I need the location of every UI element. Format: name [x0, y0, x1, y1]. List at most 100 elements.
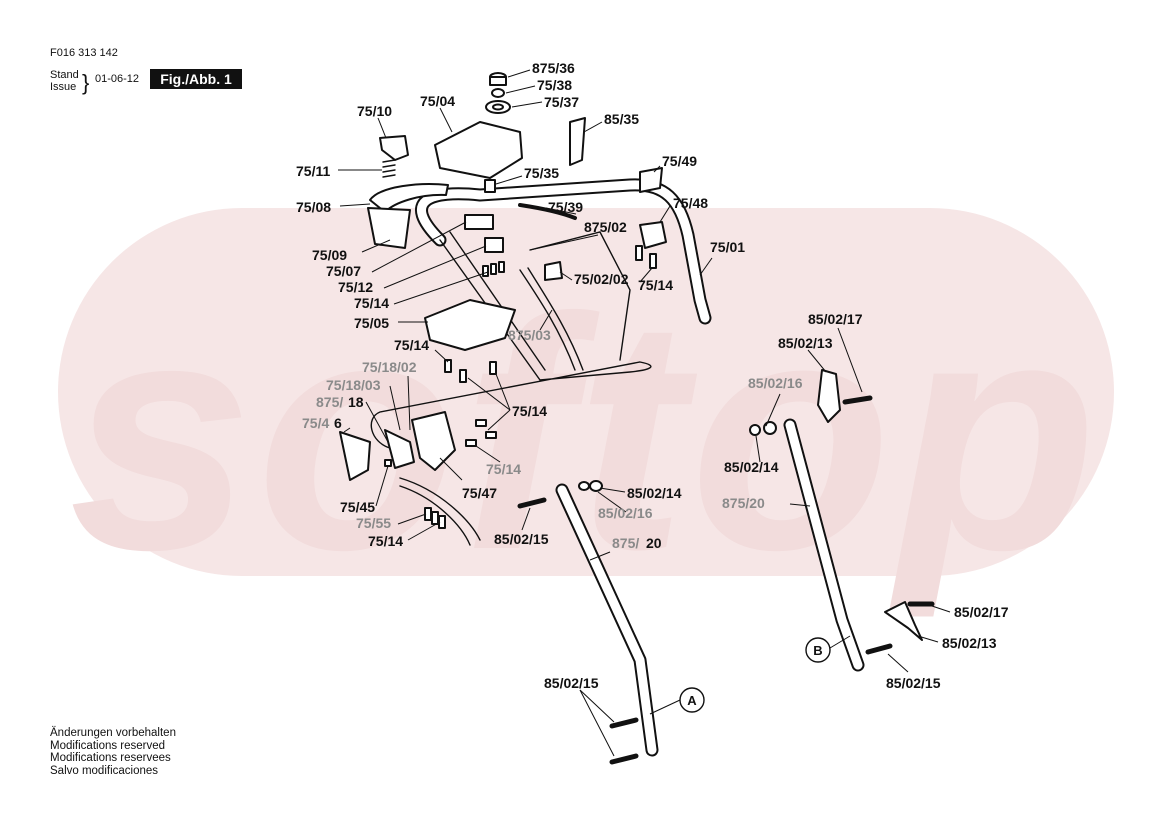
hardware-85-02-14: [578, 421, 777, 492]
callout-75-55: 75/55: [356, 515, 391, 531]
cable-875-03-b: [527, 267, 584, 371]
block-75-07: [464, 214, 494, 230]
handle-grip-75-08: [369, 183, 449, 213]
leader-lines: [338, 69, 951, 757]
callout-875-20-left-prefix: 875/: [612, 535, 639, 551]
figure-label-box: [150, 69, 242, 89]
cover-75-04: [434, 121, 523, 179]
callout-85-02-14-left: 85/02/14: [627, 485, 682, 501]
watermark-frame: [58, 208, 1114, 576]
callout-75-46-prefix: 75/4: [302, 415, 329, 431]
callout-75-12: 75/12: [338, 279, 373, 295]
callout-85-02-17-bottom: 85/02/17: [954, 604, 1009, 620]
callout-85-02-13-top: 85/02/13: [778, 335, 833, 351]
callout-75-18-03: 75/18/03: [326, 377, 381, 393]
callout-875-prefix: 875/: [316, 394, 343, 410]
lever-85-35: [569, 117, 586, 166]
issue-label: Issue: [50, 81, 76, 93]
callout-85-35: 85/35: [604, 111, 639, 127]
watermark-text: softop: [69, 249, 1101, 620]
callout-75-11: 75/11: [296, 163, 330, 179]
washer-75-37: [485, 100, 511, 114]
cap-875-36: [489, 72, 507, 86]
cable-875-03-a: [519, 269, 576, 371]
bolt-85-02-15-mid: [517, 497, 547, 509]
callout-85-02-15-mid: 85/02/15: [494, 531, 549, 547]
marker-a-letter: A: [687, 693, 697, 708]
clip-75-18: [384, 429, 415, 469]
spring-75-11: [382, 159, 396, 178]
clamp-75-49: [639, 167, 663, 193]
callout-75-39: 75/39: [548, 199, 583, 215]
callout-85-02-17-top: 85/02/17: [808, 311, 863, 327]
callout-75-38: 75/38: [537, 77, 572, 93]
cable-lower-b: [399, 485, 471, 546]
callout-85-02-15-a: 85/02/15: [544, 675, 599, 691]
modification-notice: Änderungen vorbehalten Modifications res…: [50, 727, 176, 777]
figure-label: Fig./Abb. 1: [160, 71, 232, 87]
callout-75-10: 75/10: [357, 103, 392, 119]
callout-75-45: 75/45: [340, 499, 375, 515]
callout-75-14-lower: 75/14: [486, 461, 521, 477]
callout-875-20-left-suffix: 20: [646, 535, 662, 551]
screws-75-14-top: [482, 261, 505, 277]
cable-875-02: [529, 231, 631, 361]
callout-875-20-right: 875/20: [722, 495, 765, 511]
callout-75-14-group: 75/14: [512, 403, 547, 419]
notice-line-fr: Modifications reservees: [50, 752, 171, 764]
screw-75-14-right-2: [649, 253, 657, 269]
callout-85-02-16-right: 85/02/16: [748, 375, 803, 391]
marker-b-letter: B: [813, 643, 822, 658]
callout-875-18-suffix: 18: [348, 394, 364, 410]
callout-75-04: 75/04: [420, 93, 455, 109]
notice-line-de: Änderungen vorbehalten: [50, 727, 176, 739]
notice-line-es: Salvo modificaciones: [50, 764, 159, 777]
callout-75-47: 75/47: [462, 485, 497, 501]
marker-a: A: [679, 687, 705, 713]
lower-tube-right-875-20: [783, 418, 865, 672]
housing-75-05: [424, 299, 516, 351]
clip-75-10: [379, 135, 409, 161]
callout-labels: 875/36 75/38 75/37 85/35 75/10 75/04 75/…: [296, 60, 1009, 691]
header-brace: }: [82, 70, 89, 95]
issue-date: 01-06-12: [95, 73, 139, 85]
callout-75-08: 75/08: [296, 199, 331, 215]
bracket-85-02-13-top: [817, 369, 841, 423]
callout-875-02: 875/02: [584, 219, 627, 235]
callout-75-01: 75/01: [710, 239, 745, 255]
callout-75-37: 75/37: [544, 94, 579, 110]
bolt-85-02-15-right: [865, 643, 893, 655]
cover-75-46: [339, 431, 371, 481]
bolt-85-02-17-top: [842, 395, 873, 405]
washer-75-38: [491, 88, 505, 98]
block-75-12: [484, 237, 504, 253]
bolt-85-02-15-a1: [609, 717, 639, 729]
notice-line-en: Modifications reserved: [50, 739, 166, 752]
callout-85-02-15-right: 85/02/15: [886, 675, 941, 691]
callout-75-46-suffix: 6: [334, 415, 342, 431]
callout-75-14-mid: 75/14: [394, 337, 429, 353]
callout-75-18-02: 75/18/02: [362, 359, 417, 375]
callout-75-14-top: 75/14: [354, 295, 389, 311]
callout-75-35: 75/35: [524, 165, 559, 181]
callout-85-02-16-left: 85/02/16: [598, 505, 653, 521]
callout-85-02-14-right: 85/02/14: [724, 459, 779, 475]
screw-75-14-right: [635, 245, 643, 261]
callout-875-03: 875/03: [508, 327, 551, 343]
bracket-75-47: [411, 411, 456, 471]
callout-75-49: 75/49: [662, 153, 697, 169]
callout-85-02-13-bottom: 85/02/13: [942, 635, 997, 651]
part-75-45: [384, 459, 392, 467]
callout-75-02-02: 75/02/02: [574, 271, 629, 287]
upper-handlebar: [370, 178, 712, 449]
screws-75-14-mid: [444, 359, 497, 447]
bracket-75-09: [367, 207, 411, 249]
callout-75-48: 75/48: [673, 195, 708, 211]
callout-75-07: 75/07: [326, 263, 361, 279]
connector-75-02-02: [544, 261, 563, 281]
screw-75-35: [484, 179, 496, 193]
callout-75-05: 75/05: [354, 315, 389, 331]
bracket-85-02-13-bottom: [884, 601, 923, 641]
